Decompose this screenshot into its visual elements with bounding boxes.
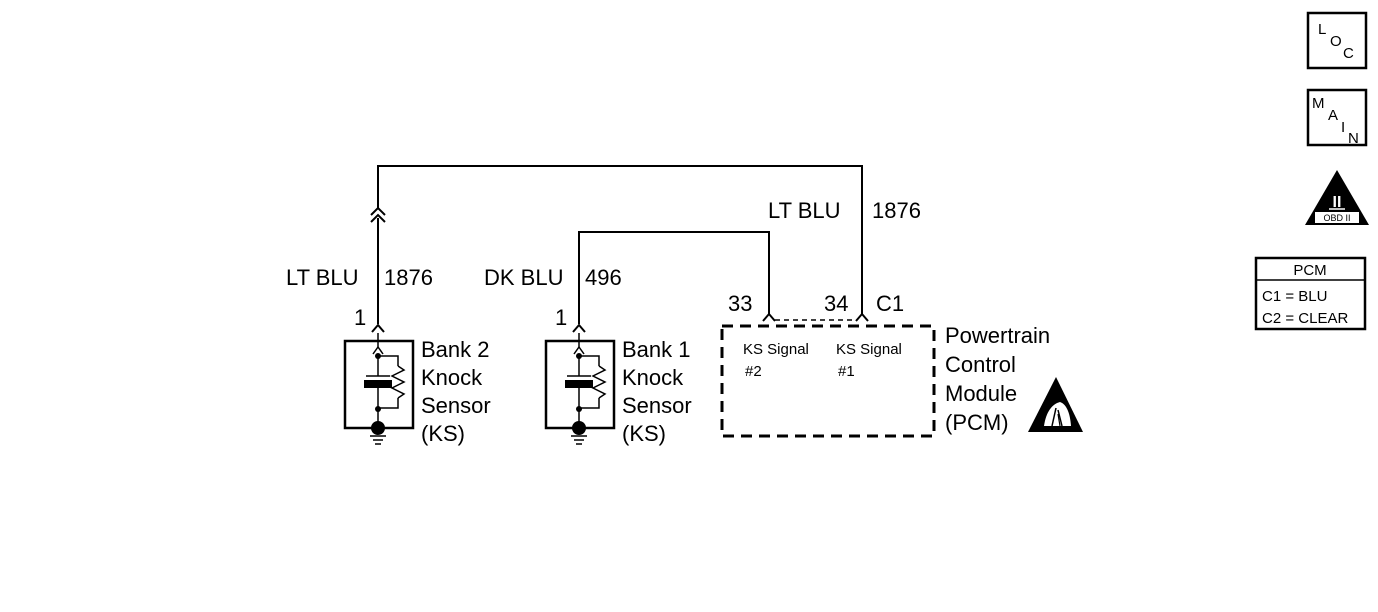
pcm-pin-34: 34 [824,291,848,316]
obd-ii-badge[interactable]: II OBD II [1305,170,1369,225]
loc-button[interactable]: L O C [1306,11,1368,70]
pcm-label-line2: Control [945,352,1016,377]
ks-signal-1-line2: #1 [838,363,855,380]
bank2-label-line3: Sensor [421,393,491,418]
bank2-sensor-symbol [366,333,406,445]
ks-signal-2-line1: KS Signal [743,341,809,358]
bank2-label-line2: Knock [421,365,483,390]
wire-1876-lt-blu [370,165,863,324]
pcm-module: 33 34 C1 KS Signal #2 KS Signal #1 Power… [720,291,1083,438]
obd-ii-numeral: II [1333,194,1342,211]
wire-label-color-right: LT BLU [768,198,841,223]
pcm-label-line4: (PCM) [945,410,1009,435]
bank2-label-line1: Bank 2 [421,337,490,362]
pcm-table-row-1: C1 = BLU [1262,288,1327,305]
wire-496-dk-blu [578,231,770,324]
loc-letter-2: O [1330,33,1342,50]
bank2-pin-number: 1 [354,305,366,330]
main-letter-1: M [1312,95,1325,112]
bank1-pin-number: 1 [555,305,567,330]
bank2-knock-sensor: 1 Bank 2 Knock Sensor (KS) [343,305,491,446]
wire-label-color-mid: DK BLU [484,265,563,290]
main-letter-4: N [1348,130,1359,147]
wire-label-circuit-mid: 496 [585,265,622,290]
pcm-table-row-2: C2 = CLEAR [1262,310,1348,327]
terminal-chevrons [371,312,869,333]
bank1-label-line3: Sensor [622,393,692,418]
connector-c1-label: C1 [876,291,904,316]
bank2-label-line4: (KS) [421,421,465,446]
bank1-sensor-symbol [567,333,607,445]
obd-ii-caption: OBD II [1323,213,1350,223]
bank1-label-line2: Knock [622,365,684,390]
pcm-connector-table: PCM C1 = BLU C2 = CLEAR [1254,256,1367,331]
loc-letter-3: C [1343,45,1354,62]
bank1-label-line1: Bank 1 [622,337,691,362]
main-button[interactable]: M A I N [1306,88,1368,147]
ks-signal-1-line1: KS Signal [836,341,902,358]
esd-warning-icon [1028,377,1083,432]
main-letter-3: I [1341,119,1345,136]
wire-label-color-left: LT BLU [286,265,359,290]
ks-signal-2-line2: #2 [745,363,762,380]
bank1-knock-sensor: 1 Bank 1 Knock Sensor (KS) [544,305,692,446]
pcm-label-line1: Powertrain [945,323,1050,348]
main-letter-2: A [1328,107,1338,124]
wire-label-circuit-left: 1876 [384,265,433,290]
pcm-label-line3: Module [945,381,1017,406]
loc-letter-1: L [1318,21,1326,38]
bank1-label-line4: (KS) [622,421,666,446]
pcm-pin-33: 33 [728,291,752,316]
wire-label-circuit-right: 1876 [872,198,921,223]
pcm-table-header: PCM [1293,262,1326,279]
